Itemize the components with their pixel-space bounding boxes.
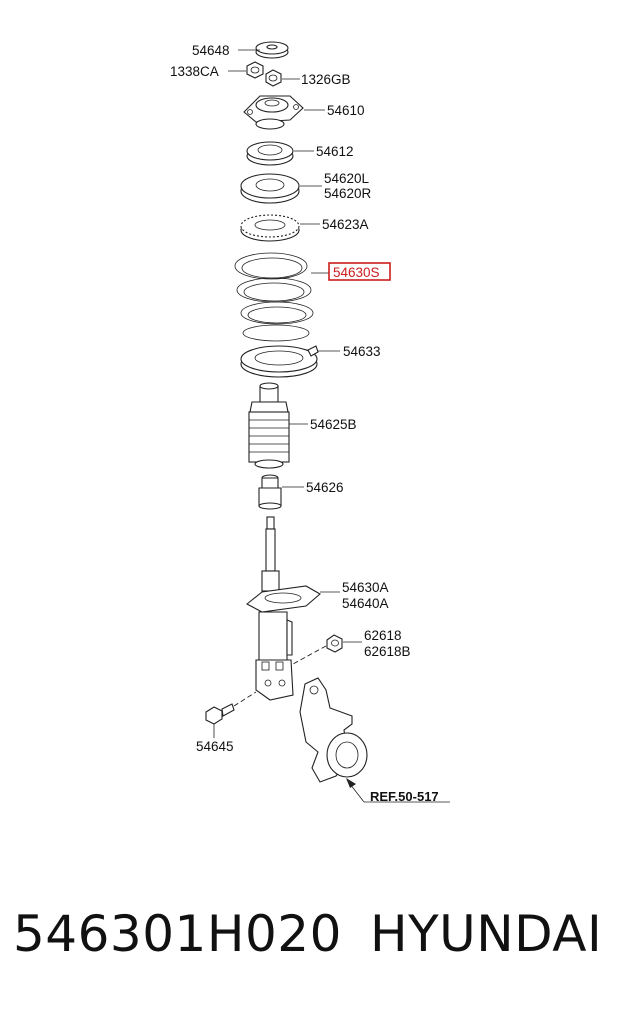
label-54623A: 54623A (322, 217, 369, 232)
part-54648-washer (255, 41, 289, 59)
label-54620L: 54620L (324, 171, 370, 186)
part-54630A-strut (246, 516, 321, 701)
part-54645-bolt (205, 703, 235, 725)
part-62618-nut (326, 634, 343, 653)
part-54612-bearing (246, 141, 294, 166)
label-54640A: 54640A (342, 596, 389, 611)
brand-name: HYUNDAI (370, 905, 603, 963)
label-ref[interactable]: REF.50-517 (370, 789, 439, 804)
label-54633: 54633 (343, 344, 381, 359)
label-54645: 54645 (196, 739, 234, 754)
label-54612: 54612 (316, 144, 354, 159)
label-54625B: 54625B (310, 417, 357, 432)
part-54620-upper-seat (240, 173, 300, 204)
part-54625B-dust-boot (248, 382, 290, 469)
label-62618: 62618 (364, 628, 402, 643)
label-54610: 54610 (327, 103, 365, 118)
part-1326GB-nut (265, 69, 282, 87)
label-54620R: 54620R (324, 186, 372, 201)
label-1326GB: 1326GB (301, 72, 351, 87)
label-54626: 54626 (306, 480, 344, 495)
part-54630S-coil-spring (234, 252, 314, 342)
part-54623A-pad (240, 214, 300, 242)
ref-arrow (346, 778, 450, 803)
label-54648: 54648 (192, 43, 230, 58)
highlight-54630S (328, 262, 391, 281)
part-54610-top-mount (243, 95, 304, 130)
part-number: 546301H020 (13, 905, 342, 963)
label-54630S[interactable]: 54630S (333, 265, 380, 280)
footer: 546301H020 HYUNDAI (0, 905, 620, 975)
part-knuckle (299, 677, 368, 783)
part-54633-lower-pad (240, 345, 319, 378)
label-62618B: 62618B (364, 644, 411, 659)
part-54626-bump-stop (258, 474, 282, 510)
label-1338CA: 1338CA (170, 64, 219, 79)
label-54630A: 54630A (342, 580, 389, 595)
part-1338CA-nut (246, 61, 264, 79)
